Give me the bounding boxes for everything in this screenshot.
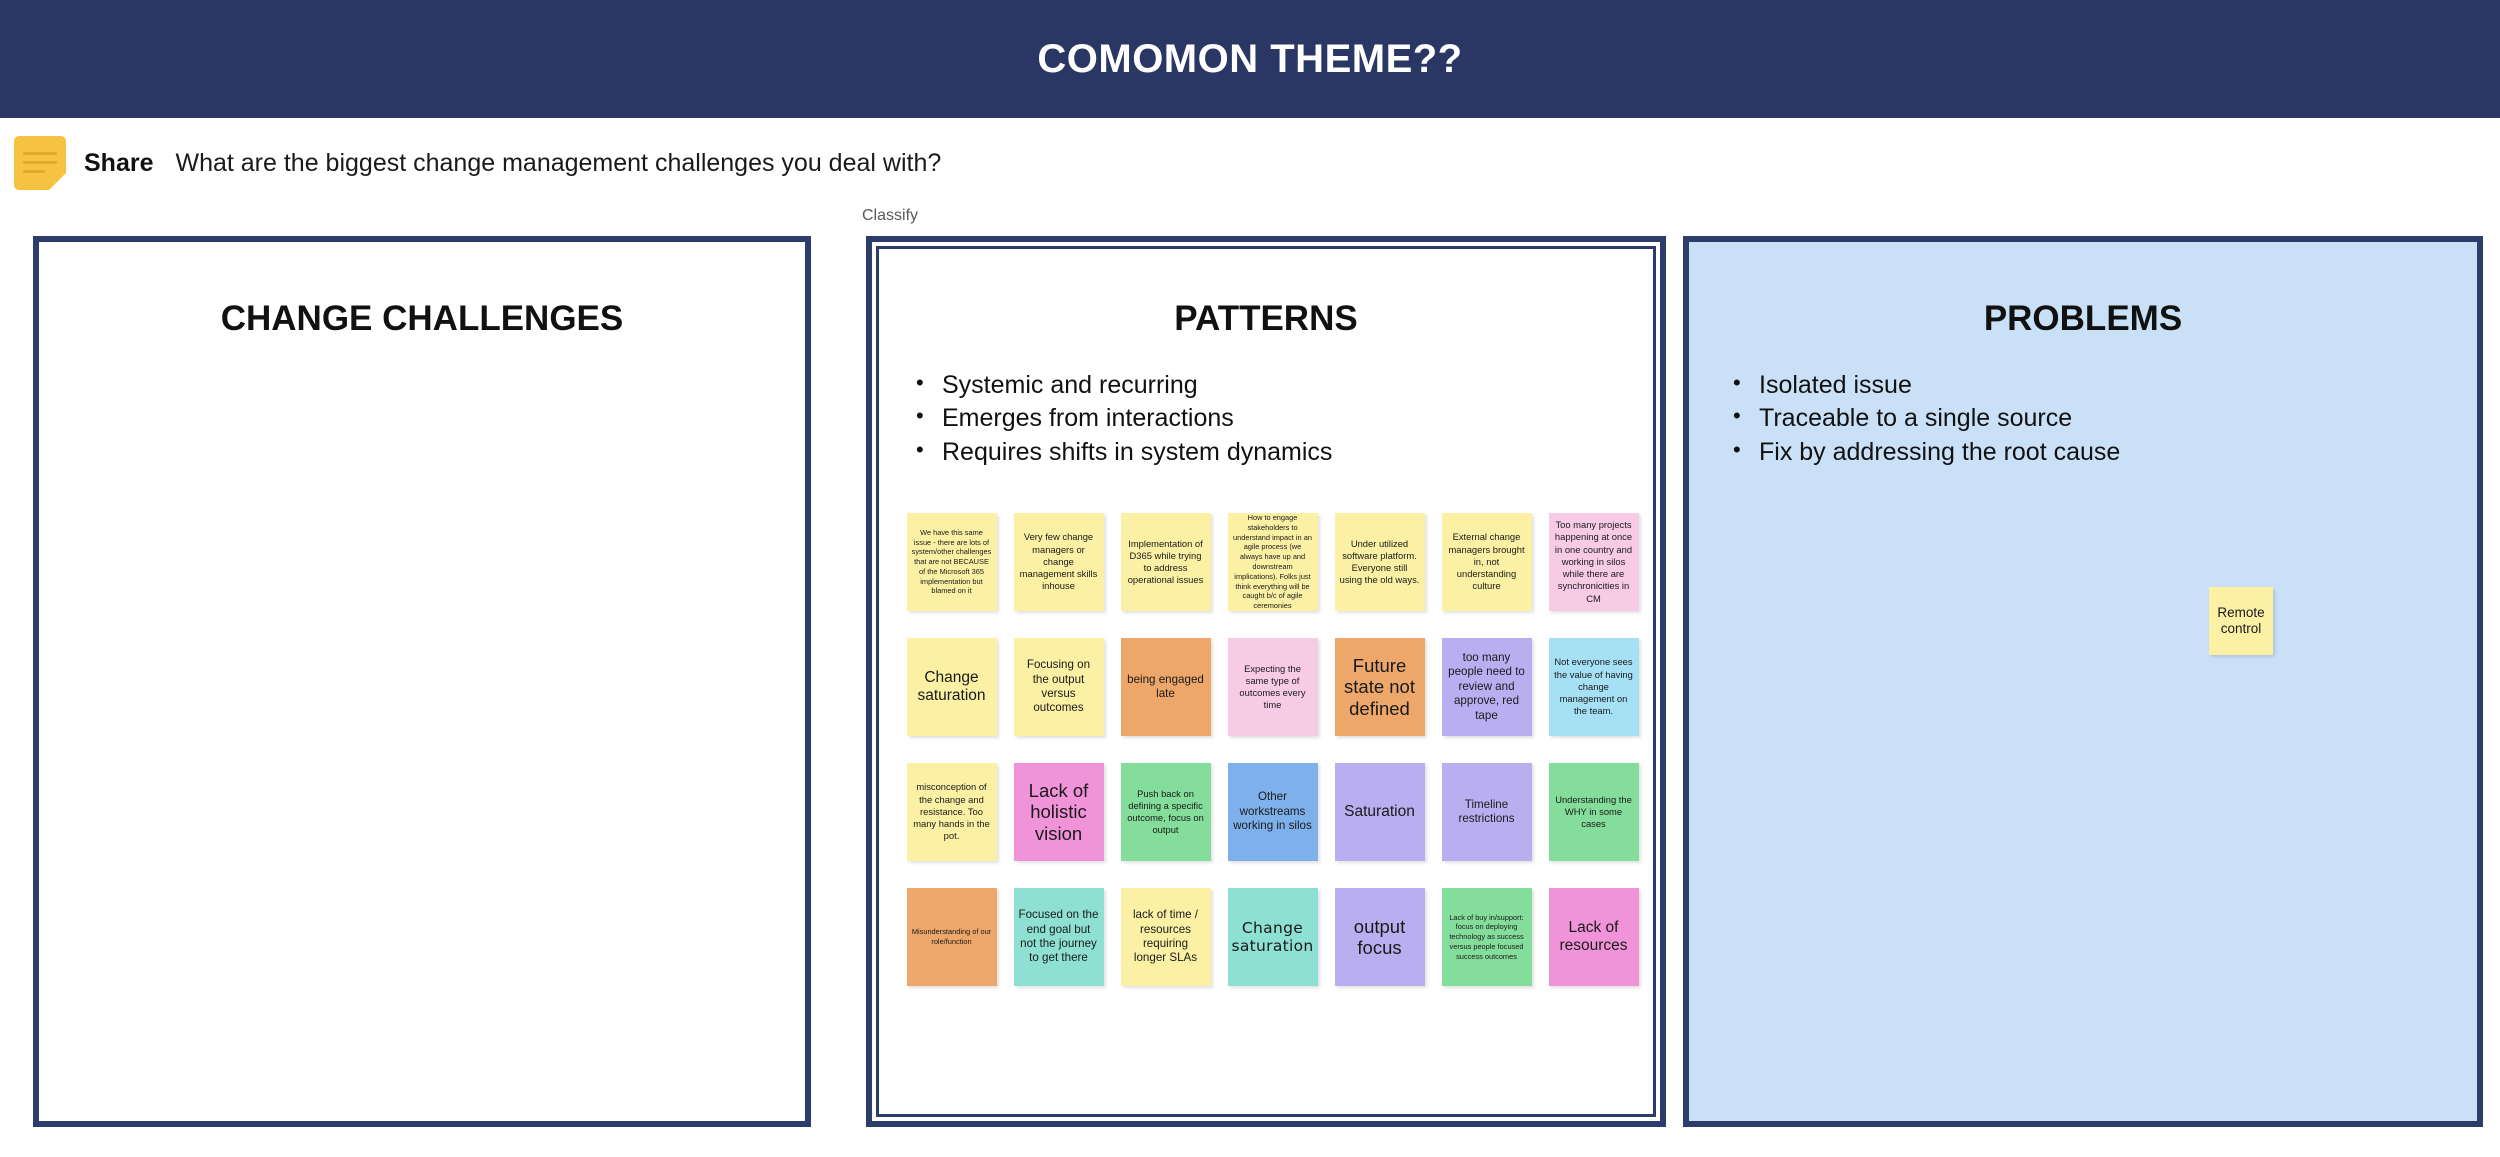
sticky-note-cell: being engaged late (1112, 638, 1219, 736)
sticky-note[interactable]: Timeline restrictions (1441, 763, 1532, 861)
sticky-note-cell: Lack of resources (1540, 888, 1647, 986)
sticky-note-cell: Misunderstanding of our role/function (898, 888, 1005, 986)
sticky-note-cell: Expecting the same type of outcomes ever… (1219, 638, 1326, 736)
sticky-note[interactable]: Lack of resources (1548, 888, 1639, 986)
problems-bullet: Fix by addressing the root cause (1727, 434, 2477, 469)
sticky-note[interactable]: Focusing on the output versus outcomes (1013, 638, 1104, 736)
sticky-note-cell: Saturation (1326, 763, 1433, 861)
sticky-note-remote-control[interactable]: Remote control (2209, 587, 2273, 655)
sticky-note-cell: How to engage stakeholders to understand… (1219, 513, 1326, 611)
sticky-note-cell: Lack of holistic vision (1005, 763, 1112, 861)
sticky-note-cell: too many people need to review and appro… (1433, 638, 1540, 736)
sticky-note[interactable]: Future state not defined (1334, 638, 1425, 736)
panel-change-challenges[interactable]: CHANGE CHALLENGES (33, 236, 811, 1127)
sticky-note[interactable]: Lack of buy in/support: focus on deployi… (1441, 888, 1532, 986)
problems-bullet: Traceable to a single source (1727, 401, 2477, 435)
note-icon-line (23, 161, 57, 164)
sticky-note-icon (14, 136, 66, 190)
sticky-note-cell: Future state not defined (1326, 638, 1433, 736)
sticky-note[interactable]: misconception of the change and resistan… (906, 763, 997, 861)
sticky-note[interactable]: Understanding the WHY in some cases (1548, 763, 1639, 861)
sticky-note[interactable]: Under utilized software platform. Everyo… (1334, 513, 1425, 611)
note-icon-line (23, 152, 57, 155)
share-label[interactable]: Share (84, 148, 154, 177)
sticky-note-cell: Too many projects happening at once in o… (1540, 513, 1647, 611)
panel-title-patterns: PATTERNS (1174, 299, 1358, 338)
sticky-note[interactable]: Misunderstanding of our role/function (906, 888, 997, 986)
sticky-note[interactable]: Change saturation (906, 638, 997, 736)
sticky-note-cell: misconception of the change and resistan… (898, 763, 1005, 861)
page-title: COMOMON THEME?? (1037, 36, 1463, 81)
sticky-note-cell: Timeline restrictions (1433, 763, 1540, 861)
patterns-bullet: Systemic and recurring (910, 368, 1660, 402)
share-row: Share What are the biggest change manage… (0, 118, 2500, 208)
panel-title-problems: PROBLEMS (1983, 299, 2183, 338)
sticky-note[interactable]: Implementation of D365 while trying to a… (1120, 513, 1211, 611)
sticky-note[interactable]: Not everyone sees the value of having ch… (1548, 638, 1639, 736)
sticky-note[interactable]: Other workstreams working in silos (1227, 763, 1318, 861)
panel-patterns[interactable]: PATTERNS Systemic and recurring Emerges … (866, 236, 1666, 1127)
sticky-note[interactable]: Change saturation (1227, 888, 1318, 986)
sticky-note[interactable]: Focused on the end goal but not the jour… (1013, 888, 1104, 986)
classify-label: Classify (862, 207, 919, 224)
sticky-note-cell: Lack of buy in/support: focus on deployi… (1433, 888, 1540, 986)
problems-bullet: Isolated issue (1727, 368, 2477, 402)
sticky-note-cell: Very few change managers or change manag… (1005, 513, 1112, 611)
sticky-note-cell: Push back on defining a specific outcome… (1112, 763, 1219, 861)
sticky-note[interactable]: output focus (1334, 888, 1425, 986)
sticky-note-grid: We have this same issue - there are lots… (898, 513, 1646, 986)
sticky-note-cell: Implementation of D365 while trying to a… (1112, 513, 1219, 611)
top-banner: COMOMON THEME?? (0, 0, 2500, 118)
sticky-note-cell: Focusing on the output versus outcomes (1005, 638, 1112, 736)
sticky-note[interactable]: How to engage stakeholders to understand… (1227, 513, 1318, 611)
sticky-note-cell: lack of time / resources requiring longe… (1112, 888, 1219, 986)
patterns-bullet: Emerges from interactions (910, 401, 1660, 435)
sticky-note[interactable]: lack of time / resources requiring longe… (1120, 888, 1211, 986)
sticky-note[interactable]: too many people need to review and appro… (1441, 638, 1532, 736)
sticky-note[interactable]: Lack of holistic vision (1013, 763, 1104, 861)
panel-title-change-challenges: CHANGE CHALLENGES (220, 299, 624, 338)
share-question: What are the biggest change management c… (175, 148, 942, 177)
sticky-note-cell: Change saturation (1219, 888, 1326, 986)
note-icon-line (23, 170, 45, 173)
sticky-note[interactable]: Saturation (1334, 763, 1425, 861)
sticky-note-cell: We have this same issue - there are lots… (898, 513, 1005, 611)
sticky-note[interactable]: Expecting the same type of outcomes ever… (1227, 638, 1318, 736)
sticky-note-cell: Change saturation (898, 638, 1005, 736)
sticky-note[interactable]: We have this same issue - there are lots… (906, 513, 997, 611)
sticky-note[interactable]: Push back on defining a specific outcome… (1120, 763, 1211, 861)
sticky-note-cell: Understanding the WHY in some cases (1540, 763, 1647, 861)
sticky-note[interactable]: Too many projects happening at once in o… (1548, 513, 1639, 611)
sticky-note-cell: Under utilized software platform. Everyo… (1326, 513, 1433, 611)
sticky-note-cell: Focused on the end goal but not the jour… (1005, 888, 1112, 986)
sticky-note[interactable]: External change managers brought in, not… (1441, 513, 1532, 611)
sticky-note[interactable]: Very few change managers or change manag… (1013, 513, 1104, 611)
problems-bullet-list: Isolated issue Traceable to a single sou… (1727, 368, 2477, 469)
panel-problems[interactable]: PROBLEMS Isolated issue Traceable to a s… (1683, 236, 2483, 1127)
sticky-note-cell: External change managers brought in, not… (1433, 513, 1540, 611)
patterns-bullet: Requires shifts in system dynamics (910, 434, 1660, 469)
patterns-bullet-list: Systemic and recurring Emerges from inte… (910, 368, 1660, 469)
sticky-note-cell: Not everyone sees the value of having ch… (1540, 638, 1647, 736)
sticky-note-cell: output focus (1326, 888, 1433, 986)
sticky-note[interactable]: being engaged late (1120, 638, 1211, 736)
sticky-note-cell: Other workstreams working in silos (1219, 763, 1326, 861)
